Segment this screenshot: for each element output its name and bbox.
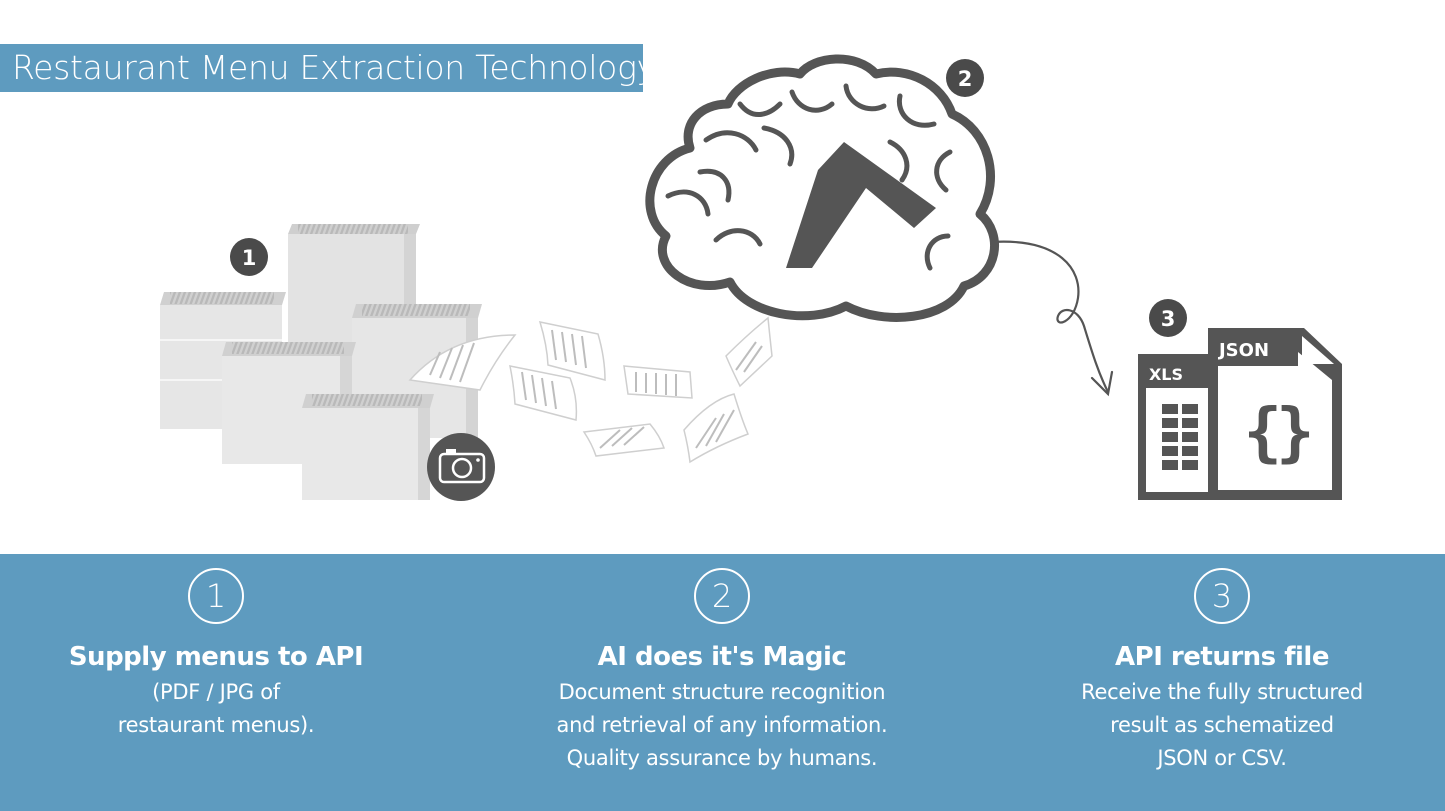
step-2-line: and retrieval of any information. xyxy=(556,713,888,737)
step-2-number: 2 xyxy=(694,568,750,624)
page-title: Restaurant Menu Extraction Technology xyxy=(0,44,656,92)
process-illustration: 1 2 3 xyxy=(160,54,1342,501)
json-label: JSON xyxy=(1217,340,1269,361)
step-3-line: Receive the fully structured xyxy=(1081,680,1363,704)
step-3-line: JSON or CSV. xyxy=(1157,746,1287,770)
step-3-line: result as schematized xyxy=(1110,713,1334,737)
flying-pages-text xyxy=(429,329,763,449)
badge-1-icon: 1 xyxy=(230,238,268,276)
menu-stack-front xyxy=(302,394,434,500)
step-3: 3 API returns file Receive the fully str… xyxy=(1012,568,1432,775)
step-1-number: 1 xyxy=(188,568,244,624)
step-1: 1 Supply menus to API (PDF / JPG of rest… xyxy=(6,568,426,742)
step-2-line: Quality assurance by humans. xyxy=(566,746,878,770)
badge-2-number: 2 xyxy=(958,67,973,91)
menu-stacks xyxy=(160,224,482,500)
badge-3-icon: 3 xyxy=(1149,299,1187,337)
xls-file-icon: XLS xyxy=(1138,354,1218,500)
badge-1-number: 1 xyxy=(242,246,257,270)
step-2-line: Document structure recognition xyxy=(558,680,886,704)
badge-3-number: 3 xyxy=(1161,307,1176,331)
step-3-title: API returns file xyxy=(1115,642,1329,672)
step-1-title: Supply menus to API xyxy=(68,642,364,672)
step-2-title: AI does it's Magic xyxy=(597,642,847,672)
step-3-description: Receive the fully structured result as s… xyxy=(1012,676,1432,775)
arrow-icon xyxy=(990,240,1114,397)
camera-icon xyxy=(427,433,495,501)
step-1-line: restaurant menus). xyxy=(117,713,315,737)
badge-2-icon: 2 xyxy=(946,59,984,97)
step-1-line: (PDF / JPG of xyxy=(152,680,280,704)
step-3-number: 3 xyxy=(1194,568,1250,624)
step-1-description: (PDF / JPG of restaurant menus). xyxy=(6,676,426,742)
json-file-icon: JSON {} xyxy=(1208,328,1342,500)
step-2-description: Document structure recognition and retri… xyxy=(512,676,932,775)
json-braces: {} xyxy=(1243,396,1310,470)
step-2: 2 AI does it's Magic Document structure … xyxy=(512,568,932,775)
xls-label: XLS xyxy=(1149,365,1183,384)
brain-cloud-icon xyxy=(645,54,999,322)
steps-band: 1 Supply menus to API (PDF / JPG of rest… xyxy=(0,554,1445,811)
